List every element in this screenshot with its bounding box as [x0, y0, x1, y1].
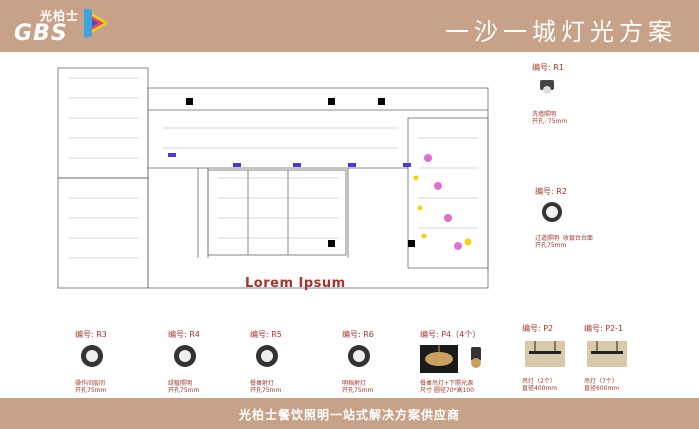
spec-desc-2: 尺寸 圆径70*高100: [420, 387, 474, 394]
spec-id: 编号: R2: [535, 187, 567, 196]
spec-desc: 吊灯（2个）: [522, 378, 556, 385]
brand-logo: 光柏士 GBS: [8, 6, 118, 48]
spec-r6: 编号: R6 明档射灯 开孔75mm: [342, 329, 374, 394]
spec-desc: 餐桌射灯: [250, 380, 275, 387]
spec-desc-2: 开孔: 75mm: [532, 118, 568, 125]
logo-arrow-icon: [84, 8, 108, 38]
floor-plan: [57, 67, 489, 289]
spec-id: 编号: P2: [522, 324, 554, 333]
logo-chinese-text: 光柏士: [40, 9, 80, 23]
spec-id: 编号: R5: [250, 330, 282, 339]
spec-desc: 洗墙照明: [532, 111, 557, 118]
pendant-photo: [420, 345, 458, 373]
spec-desc: 餐桌吊灯+下照光源: [420, 380, 474, 387]
page-title: 一沙一城灯光方案: [445, 18, 677, 46]
linear-pendant-icon: [591, 341, 623, 354]
pendant-lamp-icon: [425, 345, 453, 366]
spec-p2: 编号: P2 吊灯（2个） 直径400mm: [522, 323, 565, 392]
logo-english-text: GBS: [14, 21, 68, 46]
footer-slogan: 光柏士餐饮照明一站式解决方案供应商: [238, 408, 460, 422]
spec-r3: 编号: R3 操作间层间 开孔75mm: [75, 329, 107, 394]
spec-id: 编号: R1: [532, 63, 564, 72]
plan-label: Lorem Ipsum: [245, 276, 346, 291]
spec-r4: 编号: R4 绿植照明 开孔75mm: [168, 329, 200, 394]
downlight-icon: [471, 347, 481, 368]
spotlight-icon: [542, 202, 562, 222]
spec-id: 编号: R6: [342, 330, 374, 339]
spotlight-icon: [81, 345, 103, 367]
spec-desc: 明档射灯: [342, 380, 367, 387]
linear-pendant-icon: [529, 341, 561, 354]
spec-id: 编号: P4（4个）: [420, 330, 481, 339]
spec-desc-2: 开孔75mm: [250, 387, 282, 394]
pendant-photo: [587, 341, 627, 367]
spec-desc: 操作间层间: [75, 380, 106, 387]
spec-desc-2: 开孔75mm: [75, 387, 107, 394]
footer-banner: 光柏士餐饮照明一站式解决方案供应商: [0, 398, 699, 429]
spec-r2: 编号: R2 过道照明· 收银台台面 开孔75mm: [535, 186, 593, 249]
header-banner: 光柏士 GBS 一沙一城灯光方案: [0, 0, 699, 52]
spec-id: 编号: R3: [75, 330, 107, 339]
spec-desc: 吊灯（7个）: [584, 378, 618, 385]
spec-p4: 编号: P4（4个） 餐桌吊灯+下照光源 尺寸 圆径70*高100: [420, 329, 481, 394]
spec-id: 编号: P2-1: [584, 324, 624, 333]
spec-desc-2: 直径600mm: [584, 385, 620, 392]
spec-desc: 过道照明· 收银台台面: [535, 235, 593, 242]
spec-desc-2: 开孔75mm: [535, 242, 567, 249]
spotlight-icon: [256, 345, 278, 367]
spotlight-icon: [348, 345, 370, 367]
spec-desc-2: 开孔75mm: [168, 387, 200, 394]
pendant-photo: [525, 341, 565, 367]
spec-r5: 编号: R5 餐桌射灯 开孔75mm: [250, 329, 282, 394]
spec-p2-1: 编号: P2-1 吊灯（7个） 直径600mm: [584, 323, 627, 392]
downlight-icon: [540, 80, 554, 94]
spec-r1: 编号: R1 洗墙照明 开孔: 75mm: [532, 62, 567, 125]
spec-desc-2: 直径400mm: [522, 385, 558, 392]
spotlight-icon: [174, 345, 196, 367]
spec-desc: 绿植照明: [168, 380, 193, 387]
spec-id: 编号: R4: [168, 330, 200, 339]
spec-desc-2: 开孔75mm: [342, 387, 374, 394]
